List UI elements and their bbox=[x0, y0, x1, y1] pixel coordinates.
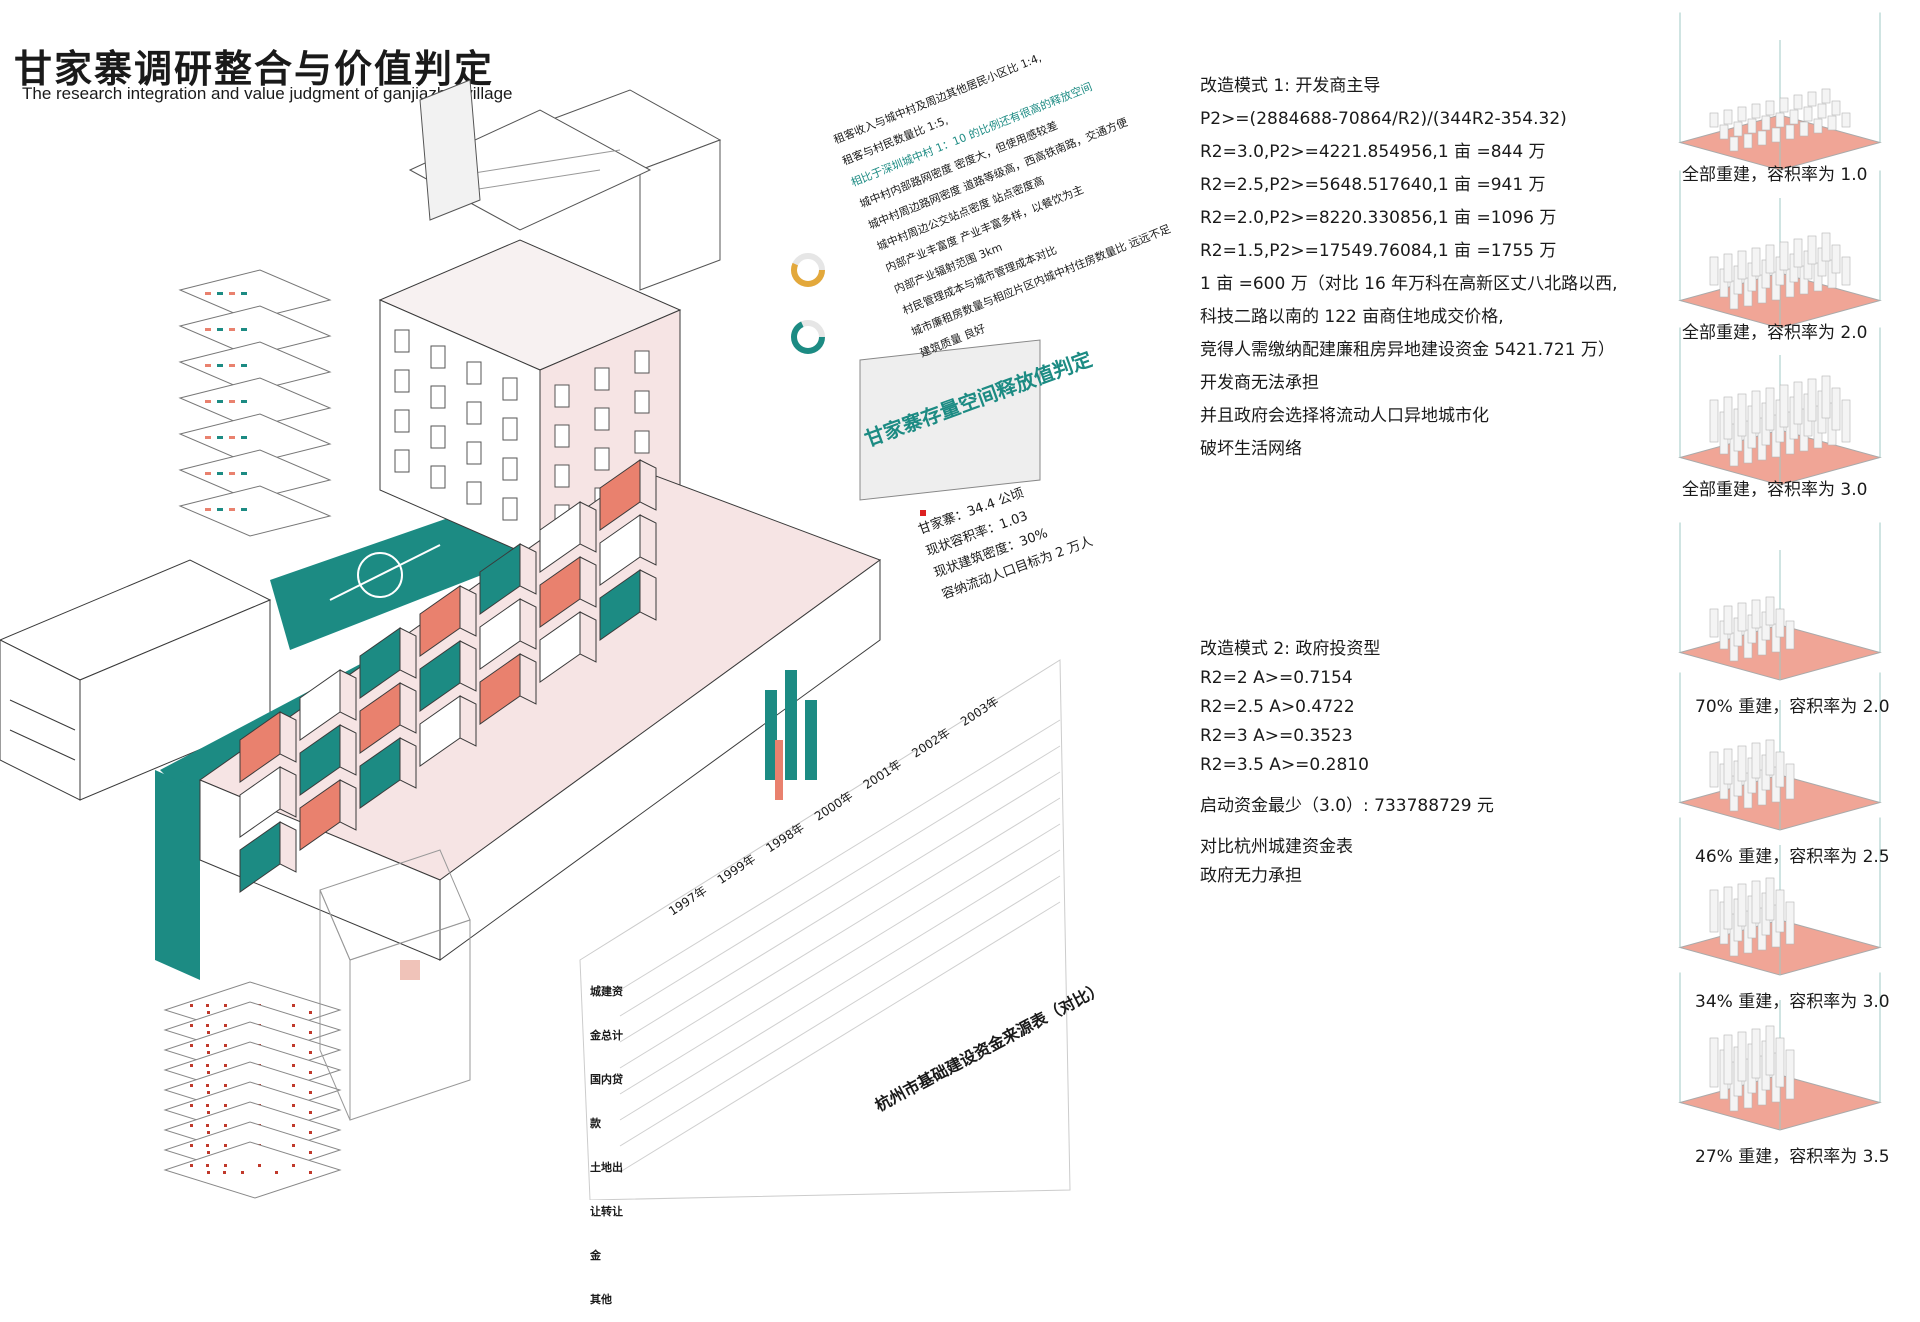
cube-label: 全部重建，容积率为 2.0 bbox=[1682, 323, 1868, 343]
analysis-layers-left bbox=[178, 269, 332, 537]
rebuild-scenario-cubes bbox=[1678, 12, 1882, 1131]
cube-label: 全部重建，容积率为 1.0 bbox=[1682, 165, 1868, 185]
mode-line: R2=3 A>=0.3523 bbox=[1200, 726, 1353, 746]
mode-line: 1 亩 =600 万（对比 16 年万科在高新区丈八北路以西, bbox=[1200, 274, 1618, 294]
mode-line: 开发商无法承担 bbox=[1200, 373, 1319, 393]
table-row-label: 其他 bbox=[590, 1293, 612, 1306]
mode-line: R2=1.5,P2>=17549.76084,1 亩 =1755 万 bbox=[1200, 241, 1557, 261]
low-building-left bbox=[0, 559, 272, 801]
tall-building-windows bbox=[394, 329, 650, 528]
mode-line: 启动资金最少（3.0）: 733788729 元 bbox=[1200, 796, 1494, 816]
cube-label: 70% 重建，容积率为 2.0 bbox=[1695, 697, 1890, 717]
mode-line: R2=2.5 A>0.4722 bbox=[1200, 697, 1355, 717]
table-row-label: 国内贷款 bbox=[590, 1073, 623, 1130]
value-map bbox=[859, 339, 1041, 516]
table-row-label: 城建资金总计 bbox=[590, 985, 623, 1042]
cube-label: 27% 重建，容积率为 3.5 bbox=[1695, 1147, 1890, 1167]
population-pillars bbox=[765, 670, 817, 800]
mode-line: R2=2.0,P2>=8220.330856,1 亩 =1096 万 bbox=[1200, 208, 1557, 228]
teal-plaza bbox=[155, 770, 200, 980]
apartment-rooms bbox=[239, 459, 657, 893]
donut-charts bbox=[791, 253, 825, 354]
traffic-analysis-cube bbox=[319, 849, 471, 1121]
isometric-village-illustration bbox=[0, 79, 1071, 1200]
mode-line: 改造模式 1: 开发商主导 bbox=[1200, 76, 1381, 96]
cube-label: 46% 重建，容积率为 2.5 bbox=[1695, 847, 1890, 867]
mode-line: 政府无力承担 bbox=[1200, 866, 1302, 886]
page-title: 甘家寨调研整合与价值判定 bbox=[14, 47, 495, 91]
funding-table-plane bbox=[579, 659, 1071, 1200]
table-row-label: 土地出让转让金 bbox=[590, 1161, 623, 1262]
mode-line: 科技二路以南的 122 亩商住地成交价格, bbox=[1200, 307, 1504, 327]
top-analysis-planes bbox=[408, 79, 722, 291]
cube-label: 全部重建，容积率为 3.0 bbox=[1682, 480, 1868, 500]
analysis-layers-bottom bbox=[163, 981, 342, 1199]
table-row-labels: 城建资金总计国内贷款土地出让转让金其他 bbox=[590, 970, 630, 1322]
mode-line: 竞得人需缴纳配建廉租房异地建设资金 5421.721 万） bbox=[1200, 340, 1615, 360]
cube-label: 34% 重建，容积率为 3.0 bbox=[1695, 992, 1890, 1012]
mode-line bbox=[1200, 821, 1494, 833]
mode-line: R2=2.5,P2>=5648.517640,1 亩 =941 万 bbox=[1200, 175, 1546, 195]
renovation-mode-1: 改造模式 1: 开发商主导 P2>=(2884688-70864/R2)/(344… bbox=[1200, 70, 1618, 466]
mode-line: P2>=(2884688-70864/R2)/(344R2-354.32) bbox=[1200, 109, 1567, 129]
basketball-court bbox=[270, 500, 520, 650]
mode-line: R2=2 A>=0.7154 bbox=[1200, 668, 1353, 688]
rebuild-scenario-labels: 全部重建，容积率为 1.0 全部重建，容积率为 2.0 全部重建，容积率为 3.0 7… bbox=[1640, 0, 1920, 1200]
mode-line bbox=[1200, 780, 1494, 792]
mode-line: 对比杭州城建资金表 bbox=[1200, 837, 1353, 857]
mode-line: 并且政府会选择将流动人口异地城市化 bbox=[1200, 406, 1489, 426]
page-subtitle: The research integration and value judgm… bbox=[22, 84, 513, 103]
mode-line: R2=3.0,P2>=4221.854956,1 亩 =844 万 bbox=[1200, 142, 1546, 162]
mode-line: 改造模式 2: 政府投资型 bbox=[1200, 639, 1381, 659]
mode-line: 破坏生活网络 bbox=[1200, 439, 1302, 459]
mode-line: R2=3.5 A>=0.2810 bbox=[1200, 755, 1369, 775]
